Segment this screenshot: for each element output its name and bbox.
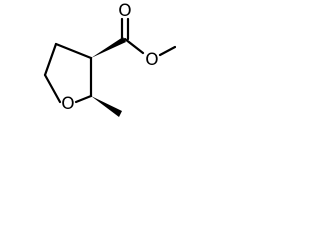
bond-o-ring-c2 bbox=[74, 94, 93, 104]
atom-label-ester-oxygen: O bbox=[145, 50, 158, 70]
wedge-bond-c2-methyl bbox=[91, 96, 122, 117]
bond-c4-c5 bbox=[54, 42, 93, 60]
bond-c4-c3 bbox=[43, 42, 58, 77]
bond-c3-o-ring bbox=[43, 73, 62, 104]
bond-o-methyl bbox=[158, 45, 176, 57]
molecule-structure: O O O bbox=[43, 1, 176, 117]
atom-label-carbonyl-oxygen: O bbox=[118, 1, 131, 21]
wedge-bond-c5-ester bbox=[91, 37, 126, 58]
atom-label-ring-oxygen: O bbox=[61, 94, 74, 114]
bond-ester-c-o-single bbox=[123, 37, 145, 55]
